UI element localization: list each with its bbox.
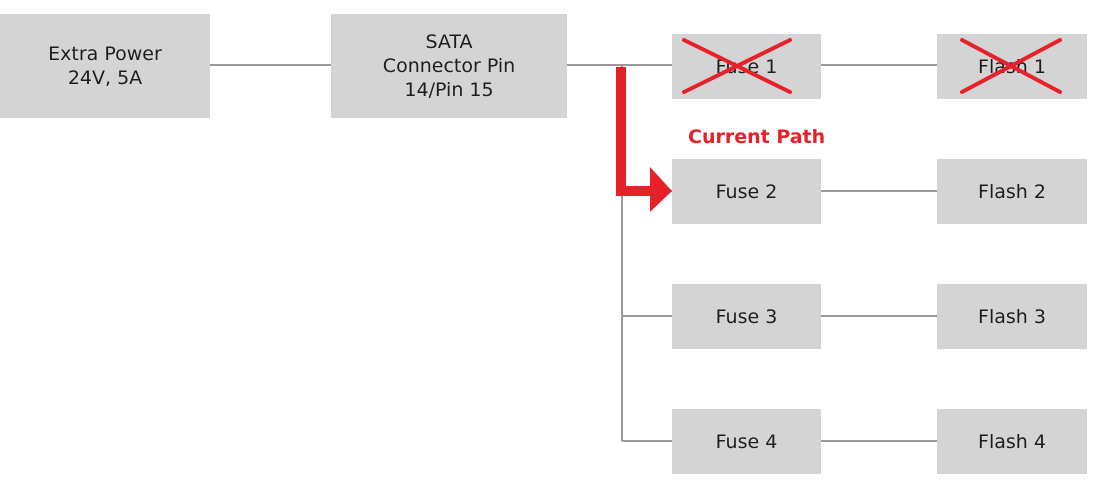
extra-power-box: Extra Power 24V, 5A	[0, 14, 210, 118]
fuse-1-box: Fuse 1	[672, 34, 821, 99]
flash-3-box: Flash 3	[937, 284, 1087, 349]
fuse-2-box: Fuse 2	[672, 159, 821, 224]
fuse-4-box: Fuse 4	[672, 409, 821, 474]
current-path-label: Current Path	[688, 126, 826, 148]
flash-2-box: Flash 2	[937, 159, 1087, 224]
sata-connector-box: SATA Connector Pin 14/Pin 15	[331, 14, 567, 118]
flash-1-box: Flash 1	[937, 34, 1087, 99]
fuse-3-box: Fuse 3	[672, 284, 821, 349]
flash-4-box: Flash 4	[937, 409, 1087, 474]
